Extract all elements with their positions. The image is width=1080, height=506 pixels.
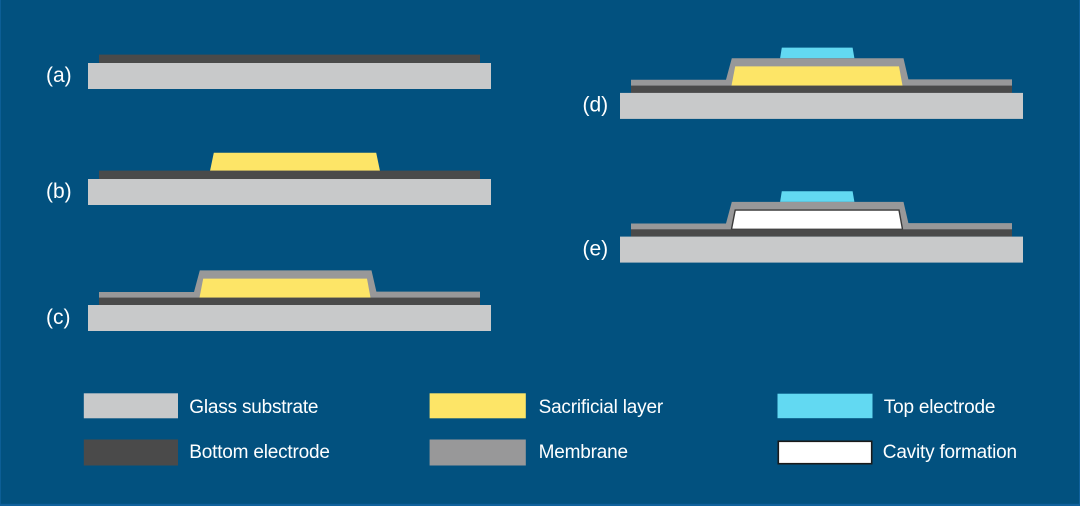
svg-text:Top electrode: Top electrode xyxy=(884,397,995,418)
svg-text:Sacrificial layer: Sacrificial layer xyxy=(539,397,664,418)
svg-text:Cavity formation: Cavity formation xyxy=(883,442,1017,463)
svg-text:(e): (e) xyxy=(583,237,609,260)
svg-text:Membrane: Membrane xyxy=(539,442,628,463)
svg-text:(d): (d) xyxy=(583,94,609,117)
svg-text:(b): (b) xyxy=(46,180,72,203)
svg-text:Bottom electrode: Bottom electrode xyxy=(189,442,329,463)
svg-text:Glass substrate: Glass substrate xyxy=(189,397,318,418)
svg-text:(c): (c) xyxy=(46,306,71,329)
svg-text:(a): (a) xyxy=(46,64,72,87)
